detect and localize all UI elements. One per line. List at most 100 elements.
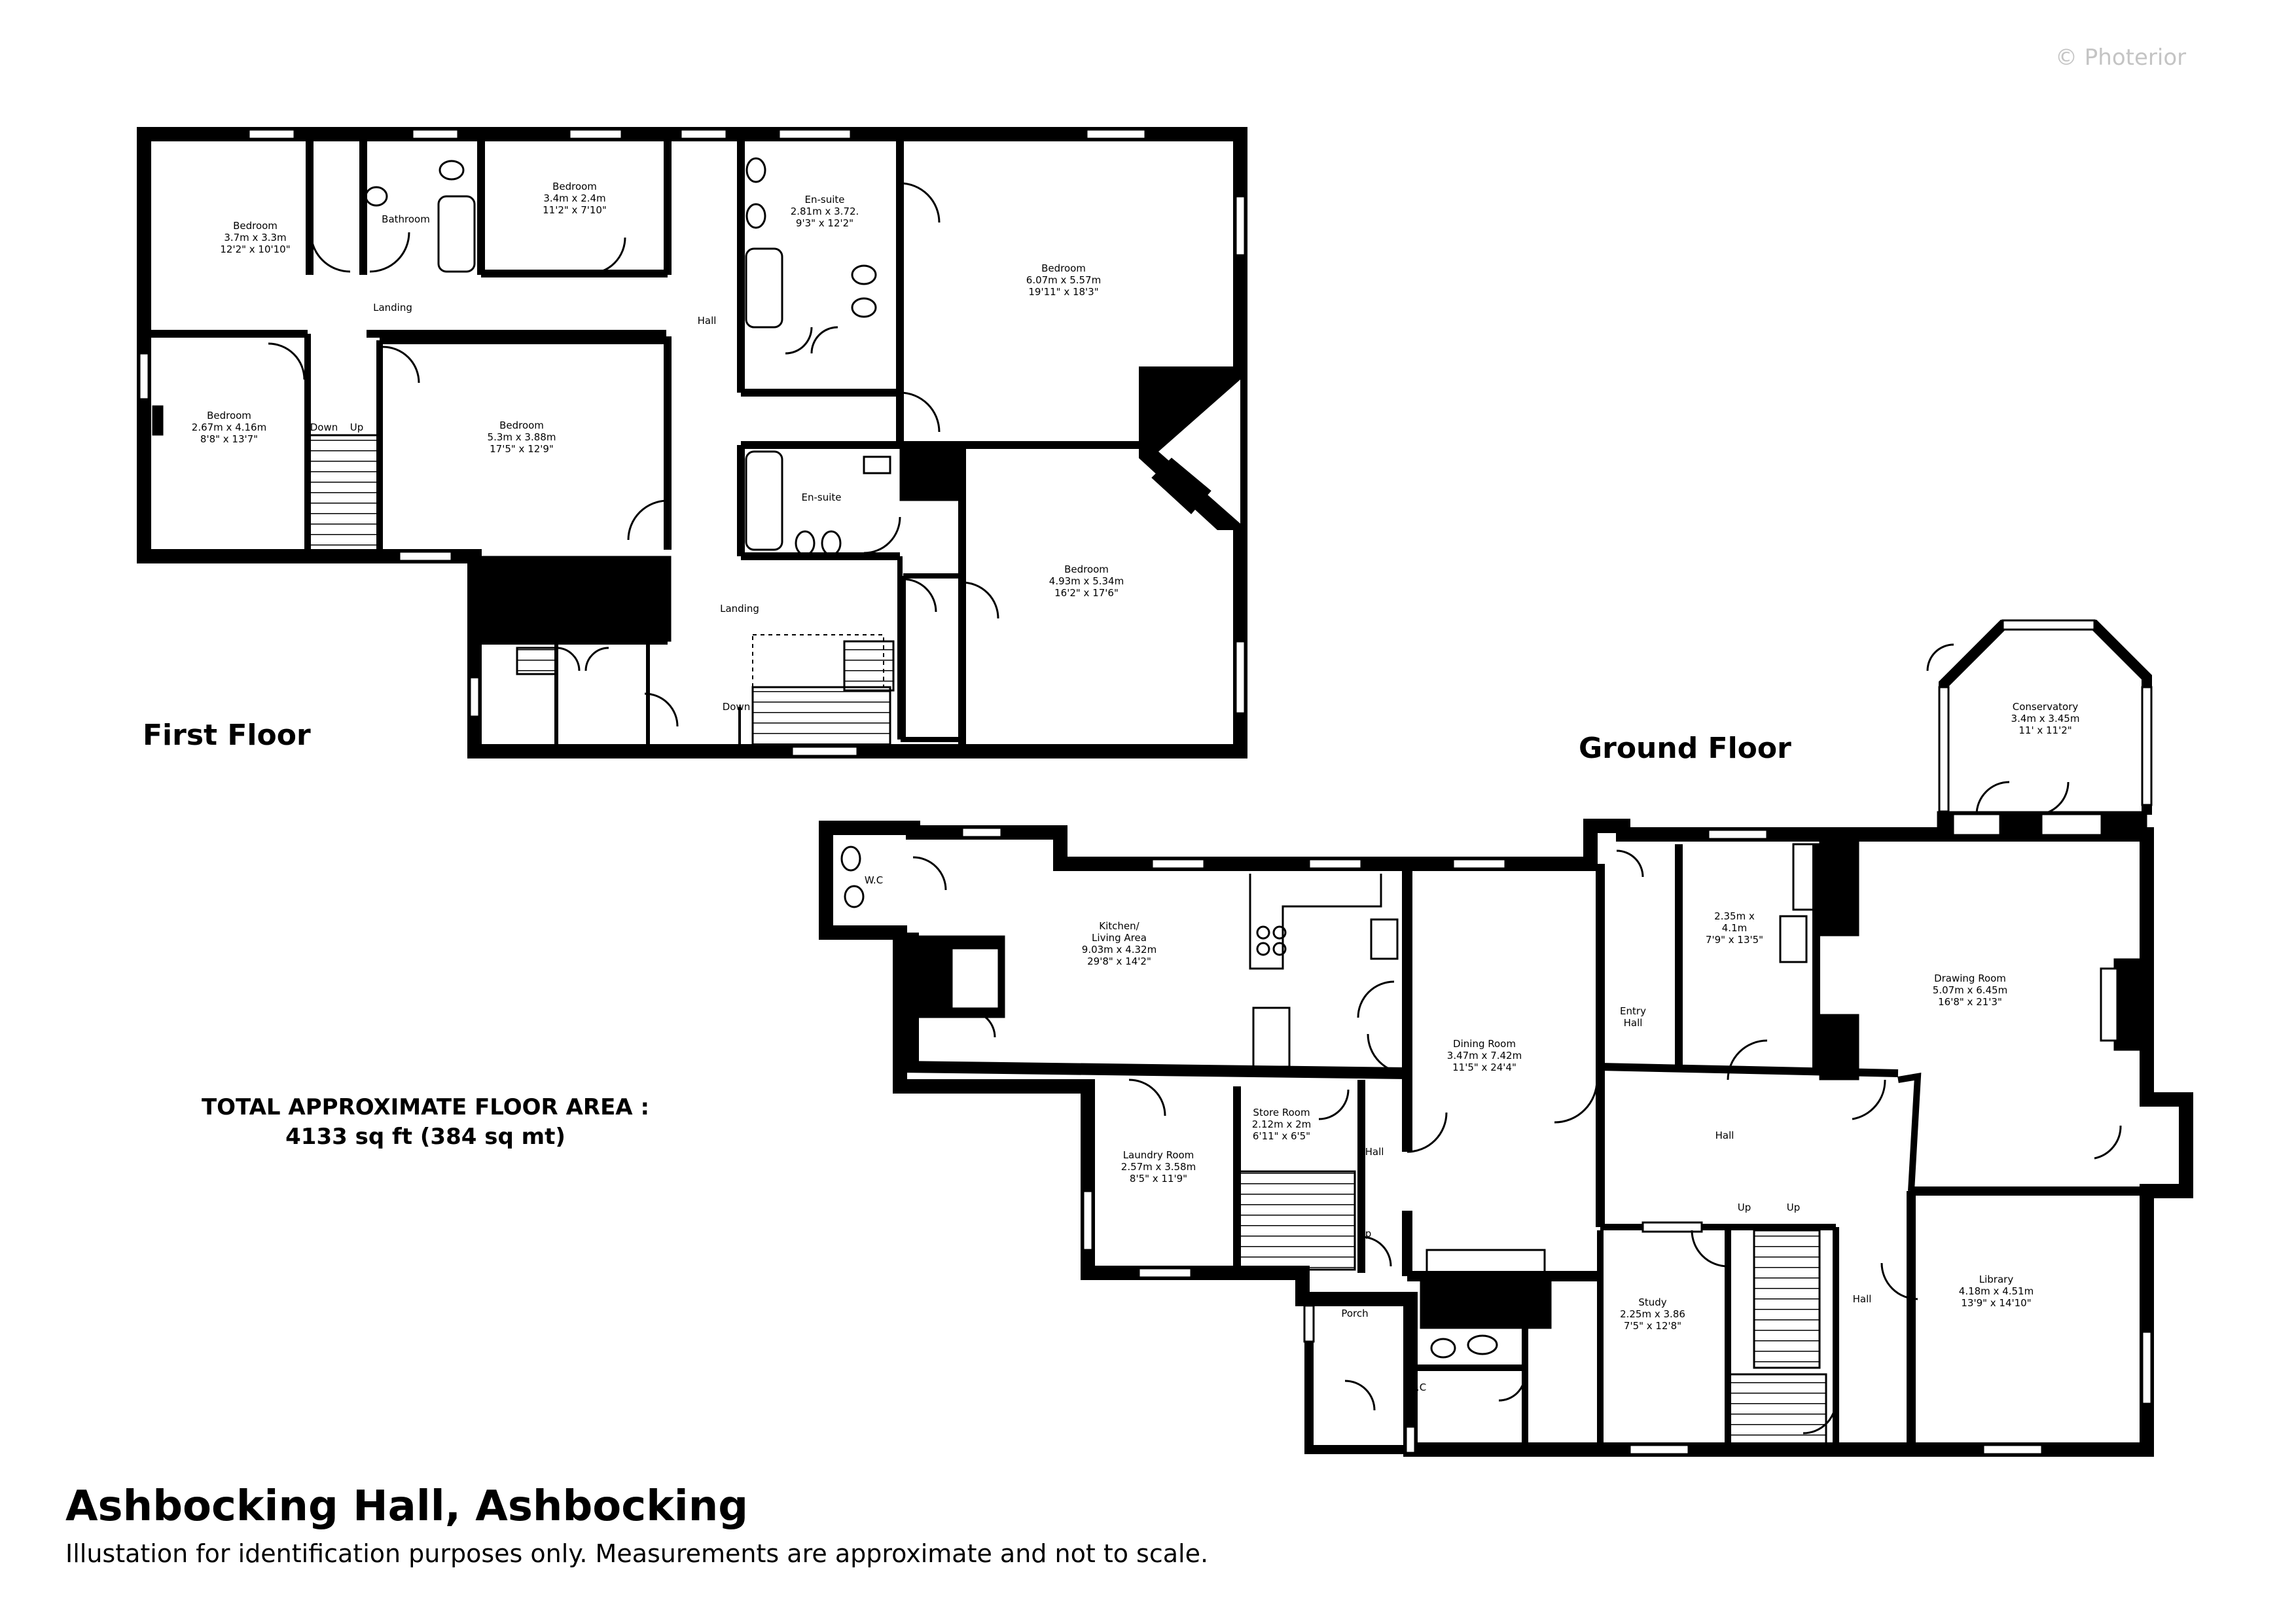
room-name: Bedroom	[1064, 563, 1109, 575]
room-name: En-suite	[805, 194, 845, 205]
room-dimensions: 9.03m x 4.32m	[1082, 944, 1157, 955]
room-name: Hall	[1715, 1130, 1734, 1141]
room-name: W.C	[1408, 1382, 1426, 1393]
room-dimensions: 5.07m x 6.45m	[1933, 984, 2007, 996]
room-label: Hall	[1365, 1146, 1384, 1158]
room-label: En-suite	[802, 491, 842, 503]
room-dimensions: 2.57m x 3.58m	[1121, 1161, 1196, 1173]
room-name: Landing	[373, 302, 412, 313]
room-label: Hall	[1853, 1293, 1872, 1305]
room-dimensions: 5.3m x 3.88m	[488, 431, 556, 443]
room-label: Landing	[373, 302, 412, 313]
room-name: Hall	[1853, 1293, 1872, 1305]
room-dimensions: 3.4m x 3.45m	[2011, 713, 2080, 724]
stair-label: Up	[1787, 1202, 1801, 1213]
room-name: Bathroom	[382, 213, 430, 225]
room-name: Hall	[698, 315, 717, 327]
room-name: Study	[1638, 1296, 1666, 1308]
total-area-heading: TOTAL APPROXIMATE FLOOR AREA :	[202, 1094, 649, 1120]
room-dimensions: 2.12m x 2m	[1252, 1118, 1312, 1130]
room-dimensions: 2.67m x 4.16m	[192, 421, 266, 433]
room-name: Library	[1979, 1274, 2014, 1285]
first-floor-plan	[137, 127, 1247, 758]
ground-floor-plan	[819, 619, 2193, 1457]
room-dimensions: 12'2" x 10'10"	[220, 243, 290, 255]
room-label: Hall	[1715, 1130, 1734, 1141]
watermark: © Photerior	[2055, 45, 2187, 71]
room-dimensions: 8'5" x 11'9"	[1130, 1173, 1187, 1185]
room-name: Dining Room	[1453, 1038, 1516, 1050]
room-name: Drawing Room	[1934, 972, 2006, 984]
room-dimensions: 11'5" x 24'4"	[1452, 1061, 1516, 1073]
room-name: Entry	[1620, 1005, 1646, 1017]
room-dimensions: 16'8" x 21'3"	[1938, 996, 2002, 1008]
room-dimensions: 7'9" x 13'5"	[1706, 934, 1763, 946]
room-dimensions: 29'8" x 14'2"	[1087, 955, 1151, 967]
stair-label: Down	[310, 421, 338, 433]
room-dimensions: 4.93m x 5.34m	[1049, 575, 1124, 587]
room-dimensions: 2.81m x 3.72.	[791, 205, 859, 217]
stair-label: Down	[723, 701, 751, 713]
first-floor-title: First Floor	[143, 719, 311, 752]
room-label: Landing	[720, 603, 759, 615]
room-name: Bedroom	[499, 419, 544, 431]
room-label: Hall	[698, 315, 717, 327]
room-name: Landing	[720, 603, 759, 615]
stair-label: Up	[1358, 1228, 1372, 1240]
room-dimensions: 3.4m x 2.4m	[543, 192, 605, 204]
room-name: Hall	[1365, 1146, 1384, 1158]
room-dimensions: 9'3" x 12'2"	[796, 217, 853, 229]
stair-label: Up	[350, 421, 364, 433]
room-name: En-suite	[802, 491, 842, 503]
room-dimensions: 3.47m x 7.42m	[1447, 1050, 1522, 1061]
room-dimensions: 8'8" x 13'7"	[200, 433, 258, 445]
room-name: Laundry Room	[1123, 1149, 1194, 1161]
room-label: W.C	[1408, 1382, 1426, 1393]
room-dimensions: 4.1m	[1722, 922, 1747, 934]
room-dimensions: 13'9" x 14'10"	[1961, 1297, 2031, 1309]
room-label: Porch	[1341, 1308, 1368, 1319]
stair-label: Up	[1738, 1202, 1751, 1213]
room-dimensions: 4.18m x 4.51m	[1959, 1285, 2034, 1297]
room-dimensions: 2.35m x	[1714, 910, 1755, 922]
disclaimer: Illustation for identification purposes …	[65, 1539, 1209, 1568]
room-name: Bedroom	[207, 410, 251, 421]
room-name: Bedroom	[233, 220, 278, 232]
room-dimensions: 7'5" x 12'8"	[1624, 1320, 1681, 1332]
room-dimensions: 11'2" x 7'10"	[543, 204, 607, 216]
room-dimensions: 16'2" x 17'6"	[1054, 587, 1119, 599]
room-dimensions: 6'11" x 6'5"	[1253, 1130, 1310, 1142]
total-area-value: 4133 sq ft (384 sq mt)	[285, 1124, 565, 1150]
room-dimensions: 6.07m x 5.57m	[1026, 274, 1101, 286]
room-name: Bedroom	[1041, 262, 1086, 274]
room-dimensions: 19'11" x 18'3"	[1028, 286, 1098, 298]
room-name: Conservatory	[2013, 701, 2079, 713]
room-label: Bathroom	[382, 213, 430, 225]
room-label: W.C	[865, 874, 883, 886]
room-dimensions: 17'5" x 12'9"	[490, 443, 554, 455]
room-name: Kitchen/	[1099, 920, 1139, 932]
room-name: Store Room	[1253, 1107, 1310, 1118]
ground-floor-title: Ground Floor	[1579, 732, 1791, 765]
room-name: Living Area	[1092, 932, 1147, 944]
property-title: Ashbocking Hall, Ashbocking	[65, 1482, 749, 1531]
room-dimensions: 11' x 11'2"	[2018, 724, 2072, 736]
